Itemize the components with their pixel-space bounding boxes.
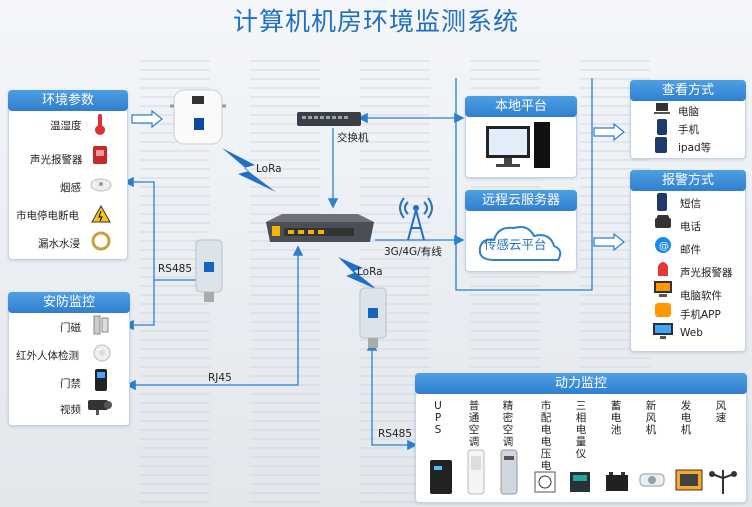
power-item: 发电机	[680, 400, 692, 436]
alarm-item: 手机APP	[680, 309, 721, 321]
electric-warning-icon	[91, 205, 111, 223]
desktop-computer-icon	[486, 122, 550, 168]
power-item: 蓄电池	[610, 400, 622, 436]
siren-icon	[658, 262, 668, 276]
lora-label: LoRa	[256, 163, 282, 175]
view-item: 手机	[678, 124, 699, 136]
infrared-sensor-icon	[93, 344, 111, 362]
mobile-app-icon	[655, 303, 671, 317]
generator-icon	[675, 469, 703, 491]
env-item: 声光报警器	[30, 154, 83, 166]
laptop-icon	[654, 103, 670, 114]
security-item: 视频	[60, 404, 81, 416]
env-title: 环境参数	[8, 90, 128, 111]
smoke-detector-icon	[90, 178, 112, 192]
power-item: 风速	[715, 400, 727, 424]
security-title: 安防监控	[8, 292, 130, 313]
email-icon: @	[655, 237, 671, 253]
tablet-icon	[655, 137, 667, 153]
alarm-item: 声光报警器	[680, 267, 733, 279]
web-monitor-icon	[653, 323, 673, 339]
env-item: 漏水水浸	[38, 238, 80, 250]
view-item: ipad等	[678, 142, 712, 154]
air-conditioner-icon	[467, 449, 485, 495]
thermometer-icon	[95, 114, 105, 135]
water-leak-sensor-icon	[91, 231, 111, 251]
rs485-label: RS485	[158, 263, 193, 275]
voltage-meter-icon	[534, 471, 556, 493]
power-item: 三相电量仪	[575, 400, 587, 460]
door-sensor-icon	[93, 315, 109, 335]
alarm-item: 邮件	[680, 244, 701, 256]
cloud-server-title: 远程云服务器	[465, 190, 577, 211]
cloud-icon	[478, 226, 562, 261]
env-panel: 环境参数	[8, 90, 128, 260]
cloud-platform-label: 传感云平台	[484, 237, 547, 252]
env-item: 烟感	[60, 182, 81, 194]
anemometer-icon	[709, 470, 737, 494]
ups-icon	[430, 460, 452, 494]
alarm-item: Web	[680, 327, 703, 339]
lora-node-device-icon	[195, 239, 223, 302]
rj45-label: RJ45	[208, 372, 232, 384]
telephone-icon	[655, 215, 671, 228]
env-item: 市电停电断电	[16, 210, 79, 222]
alarm-panel: 报警方式	[630, 170, 746, 352]
power-item: 新风机	[645, 400, 657, 436]
gateway-router-icon	[266, 214, 374, 242]
precision-ac-icon	[500, 449, 518, 495]
view-item: 电脑	[678, 106, 699, 118]
view-panel: 查看方式	[630, 80, 746, 159]
page-title: 计算机机房环境监测系统	[232, 7, 519, 36]
camera-icon	[88, 400, 112, 415]
alarm-title: 报警方式	[630, 170, 746, 191]
security-item: 门磁	[60, 322, 81, 334]
security-item: 门禁	[60, 378, 81, 390]
lora-node-device-icon	[359, 287, 387, 348]
env-item: 温湿度	[50, 120, 82, 132]
sms-phone-icon	[657, 193, 667, 211]
power-title: 动力监控	[415, 373, 747, 394]
lora-sensor-device-icon	[170, 89, 226, 145]
computer-software-icon	[654, 281, 672, 297]
local-platform-title: 本地平台	[465, 96, 577, 117]
phone-icon	[657, 119, 667, 135]
antenna-tower-icon	[399, 197, 433, 241]
svg-text:@: @	[659, 241, 669, 252]
access-control-icon	[95, 369, 107, 391]
alarm-siren-icon	[93, 146, 107, 164]
power-item: 普通空调	[468, 400, 480, 448]
view-title: 查看方式	[630, 80, 746, 101]
lora-label: LoRa	[357, 266, 383, 278]
rs485-label: RS485	[378, 428, 413, 440]
alarm-item: 电话	[680, 221, 701, 233]
alarm-item: 电脑软件	[680, 290, 722, 302]
network-switch-icon	[297, 112, 361, 126]
alarm-item: 短信	[680, 198, 701, 210]
network-label: 3G/4G/有线	[384, 246, 442, 258]
battery-icon	[606, 472, 628, 491]
power-item: 精密空调	[502, 400, 514, 448]
power-meter-icon	[570, 472, 590, 492]
fresh-air-fan-icon	[639, 473, 665, 487]
power-item: UPS	[434, 400, 442, 436]
switch-label: 交换机	[337, 132, 369, 144]
security-item: 红外人体检测	[16, 350, 79, 362]
